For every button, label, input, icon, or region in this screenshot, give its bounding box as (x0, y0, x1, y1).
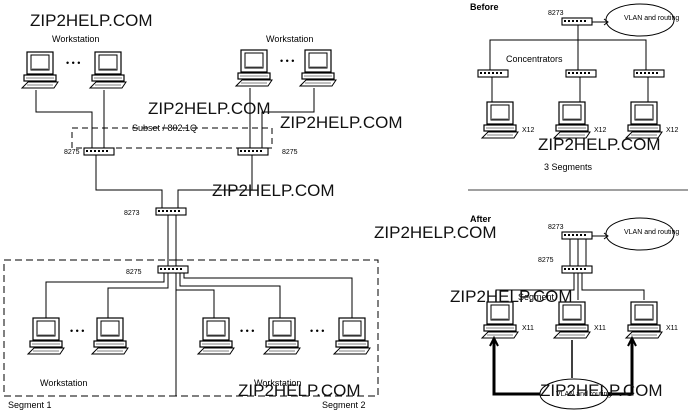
segment-2-label: Segment 2 (322, 400, 366, 410)
pc-icon (625, 301, 663, 339)
pc-icon (21, 51, 59, 89)
after-cloud-label: VLAN and routing (624, 229, 679, 236)
workstation-bottom-right-label: Workstation (254, 378, 301, 388)
after-switch-label: 8273 (548, 224, 564, 231)
after-switch-2-label: 8275 (538, 257, 554, 264)
pc-icon (27, 317, 65, 355)
switch-icon (561, 17, 593, 26)
watermark-text: ZIP2HELP.COM (450, 287, 573, 306)
after-panel: After 8273 VLAN and routing 8275 Segment… (470, 214, 679, 410)
pc-label: X12 (522, 127, 535, 134)
watermark-text: ZIP2HELP.COM (280, 113, 403, 132)
ellipsis-dots: • • • (70, 326, 84, 336)
ellipsis-dots: • • • (280, 56, 294, 66)
pc-icon (333, 317, 371, 355)
watermark-text: ZIP2HELP.COM (374, 223, 497, 242)
pc-icon (91, 317, 129, 355)
switch-icon (561, 231, 593, 240)
after-title: After (470, 214, 491, 224)
subset-region (71, 127, 273, 149)
pc-icon (625, 101, 663, 139)
pc-label: X11 (666, 325, 678, 332)
watermark-text: ZIP2HELP.COM (148, 99, 271, 118)
switch-icon (83, 147, 115, 156)
left-topology: Workstation Workstation • • • • • • Subs… (3, 34, 379, 410)
ellipsis-dots: • • • (310, 326, 324, 336)
watermark-text: ZIP2HELP.COM (238, 381, 361, 400)
switch-icon (237, 147, 269, 156)
switch-icon (157, 265, 189, 274)
watermark-text: ZIP2HELP.COM (538, 135, 661, 154)
pc-icon (197, 317, 235, 355)
switch-a-label: 8275 (64, 149, 80, 156)
after-segment-label: Segment (518, 292, 555, 302)
switch-icon (561, 265, 593, 274)
pc-icon (553, 101, 591, 139)
segment-region (175, 259, 379, 397)
pc-icon (553, 301, 591, 339)
hub-icon (565, 69, 597, 78)
watermark-text: ZIP2HELP.COM (212, 181, 335, 200)
workstation-top-right-label: Workstation (266, 34, 313, 44)
ellipsis-dots: • • • (66, 58, 80, 68)
subset-label: Subset / 802.1Q (132, 123, 197, 133)
hub-icon (633, 69, 665, 78)
switch-bottom-label: 8275 (126, 269, 142, 276)
after-cloud-bottom-label: VLAN and routing (556, 391, 611, 398)
pc-icon (89, 51, 127, 89)
pc-icon (263, 317, 301, 355)
segment-region (3, 259, 177, 397)
switch-icon (155, 207, 187, 216)
pc-label: X11 (594, 325, 606, 332)
pc-icon (299, 49, 337, 87)
watermark-layer: ZIP2HELP.COM ZIP2HELP.COM ZIP2HELP.COM Z… (30, 11, 663, 400)
concentrators-label: Concentrators (506, 54, 563, 64)
ellipsis-dots: • • • (240, 326, 254, 336)
pc-icon (481, 301, 519, 339)
switch-b-label: 8275 (282, 149, 298, 156)
pc-label: X11 (522, 325, 534, 332)
before-panel: Before 8273 VLAN and routing Concentrato… (470, 2, 679, 172)
workstation-bottom-left-label: Workstation (40, 378, 87, 388)
watermark-text: ZIP2HELP.COM (30, 11, 153, 30)
pc-label: X12 (594, 127, 607, 134)
pc-icon (481, 101, 519, 139)
hub-icon (477, 69, 509, 78)
workstation-top-left-label: Workstation (52, 34, 99, 44)
watermark-text: ZIP2HELP.COM (540, 381, 663, 400)
before-cloud-label: VLAN and routing (624, 15, 679, 22)
pc-icon (235, 49, 273, 87)
pc-label: X12 (666, 127, 679, 134)
cloud-shape (539, 378, 609, 410)
segments-label: 3 Segments (544, 162, 593, 172)
before-title: Before (470, 2, 499, 12)
before-switch-label: 8273 (548, 10, 564, 17)
switch-core-label: 8273 (124, 210, 140, 217)
segment-1-label: Segment 1 (8, 400, 52, 410)
